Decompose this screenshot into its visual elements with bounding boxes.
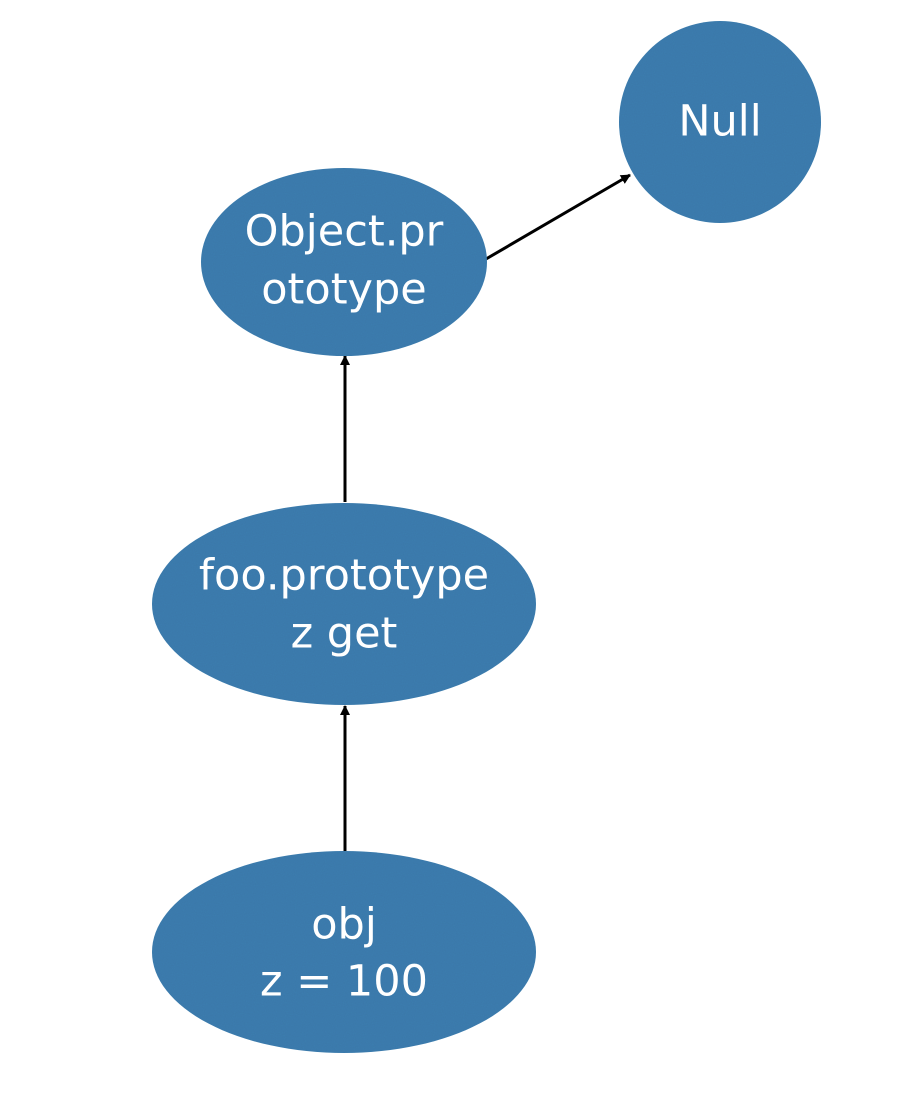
node-obj: obj z = 100 — [152, 851, 536, 1053]
node-null-label: Null — [678, 97, 761, 147]
node-foo-prototype-label-line-1: foo.prototype — [199, 551, 489, 601]
node-null-shape — [619, 21, 821, 223]
node-foo-prototype-shape — [152, 503, 536, 705]
node-null: Null — [619, 21, 821, 223]
node-object-prototype-label-line-1: Object.pr — [245, 207, 444, 257]
node-foo-prototype: foo.prototype z get — [152, 503, 536, 705]
node-obj-label-line-2: z = 100 — [260, 957, 428, 1007]
node-obj-shape — [152, 851, 536, 1053]
edge-object-prototype-to-null — [485, 173, 631, 261]
node-obj-label-line-1: obj — [311, 900, 377, 950]
node-object-prototype-label-line-2: ototype — [261, 265, 427, 315]
node-foo-prototype-label-line-2: z get — [291, 609, 398, 659]
node-object-prototype-shape — [201, 168, 487, 356]
node-object-prototype: Object.pr ototype — [201, 168, 487, 356]
